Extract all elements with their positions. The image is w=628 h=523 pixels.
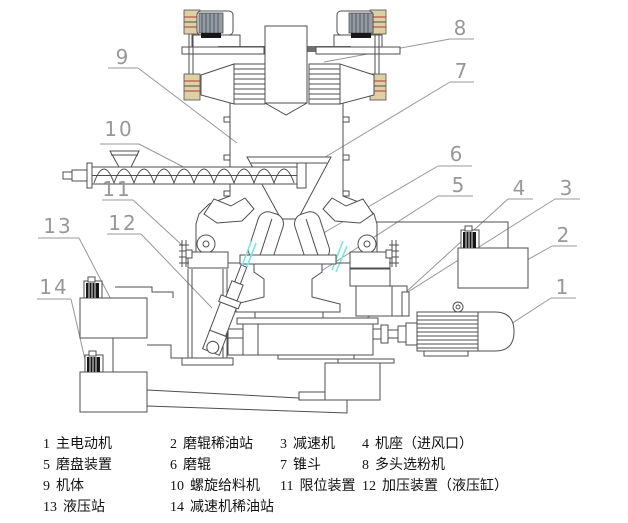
screw-feeder	[62, 150, 307, 189]
cylinder-base-plate	[181, 357, 234, 366]
left-limit-device	[179, 240, 193, 267]
hydraulic-station	[79, 276, 148, 339]
callout-14: 14	[39, 275, 68, 299]
classifier-right-cone	[308, 63, 375, 105]
classifier	[181, 9, 401, 116]
oil-pipe-right	[377, 221, 509, 248]
reducer-oil-tank	[79, 371, 148, 413]
left-support-housing	[187, 251, 229, 269]
hydraulic-cylinder	[181, 240, 257, 366]
pipes	[112, 286, 348, 414]
reducer-oil-pump-motor	[84, 350, 104, 373]
mill-table	[239, 254, 337, 265]
classifier-left-column	[183, 9, 201, 101]
callout-11: 11	[102, 177, 131, 201]
callout-9: 9	[116, 45, 131, 69]
callout-4: 4	[513, 176, 528, 200]
classifier-right-motor	[336, 10, 374, 38]
classifier-left-cone	[200, 63, 266, 105]
center-duct	[264, 25, 308, 116]
right-rocker-arm	[322, 197, 374, 224]
oil-station-tank	[457, 247, 529, 289]
hydraulic-tank	[79, 297, 148, 339]
callout-1: 1	[556, 275, 571, 299]
left-rocker-arm	[203, 197, 255, 224]
feeder-hopper	[109, 150, 140, 168]
reducer	[227, 317, 418, 401]
piston-rod	[234, 264, 248, 285]
right-tension-rod	[331, 240, 348, 273]
oil-station-pump-motor	[460, 225, 480, 249]
callout-5: 5	[452, 173, 467, 197]
reducer-body	[242, 323, 374, 356]
discharge-box	[324, 362, 381, 401]
feeder-screw-spiral	[93, 168, 295, 185]
callout-numbers: 1 2 3 4 5 6 7 8 9 10 11 12 13 14	[39, 16, 575, 299]
air-inlet-base	[355, 285, 408, 317]
callout-2: 2	[557, 223, 572, 247]
diagram-canvas: 1 2 3 4 5 6 7 8 9 10 11 12 13 14	[37, 9, 580, 414]
callout-12: 12	[108, 211, 137, 235]
reducer-oil-station	[79, 350, 148, 413]
right-support-housing	[349, 251, 391, 269]
mill-diagram: 1 2 3 4 5 6 7 8 9 10 11 12 13 14	[37, 9, 580, 414]
base-housing	[179, 240, 410, 358]
callout-8: 8	[454, 16, 469, 40]
callout-13: 13	[43, 214, 72, 238]
main-motor	[416, 301, 515, 357]
mill-table-pedestal	[228, 254, 350, 319]
right-limit-device	[385, 240, 399, 267]
grinding-area	[195, 195, 378, 273]
hydraulic-pump-motor	[83, 276, 103, 299]
machine-body	[223, 103, 350, 197]
callout-7: 7	[455, 59, 470, 83]
stand-legs	[187, 269, 228, 358]
tension-rod	[241, 240, 257, 268]
classifier-left-motor	[196, 10, 234, 38]
callout-3: 3	[560, 176, 575, 200]
motor-end-cap	[477, 311, 515, 352]
coupling-shaft	[372, 322, 418, 346]
roller-oil-station	[377, 221, 529, 289]
callout-6: 6	[450, 142, 465, 166]
callout-10: 10	[104, 117, 133, 141]
